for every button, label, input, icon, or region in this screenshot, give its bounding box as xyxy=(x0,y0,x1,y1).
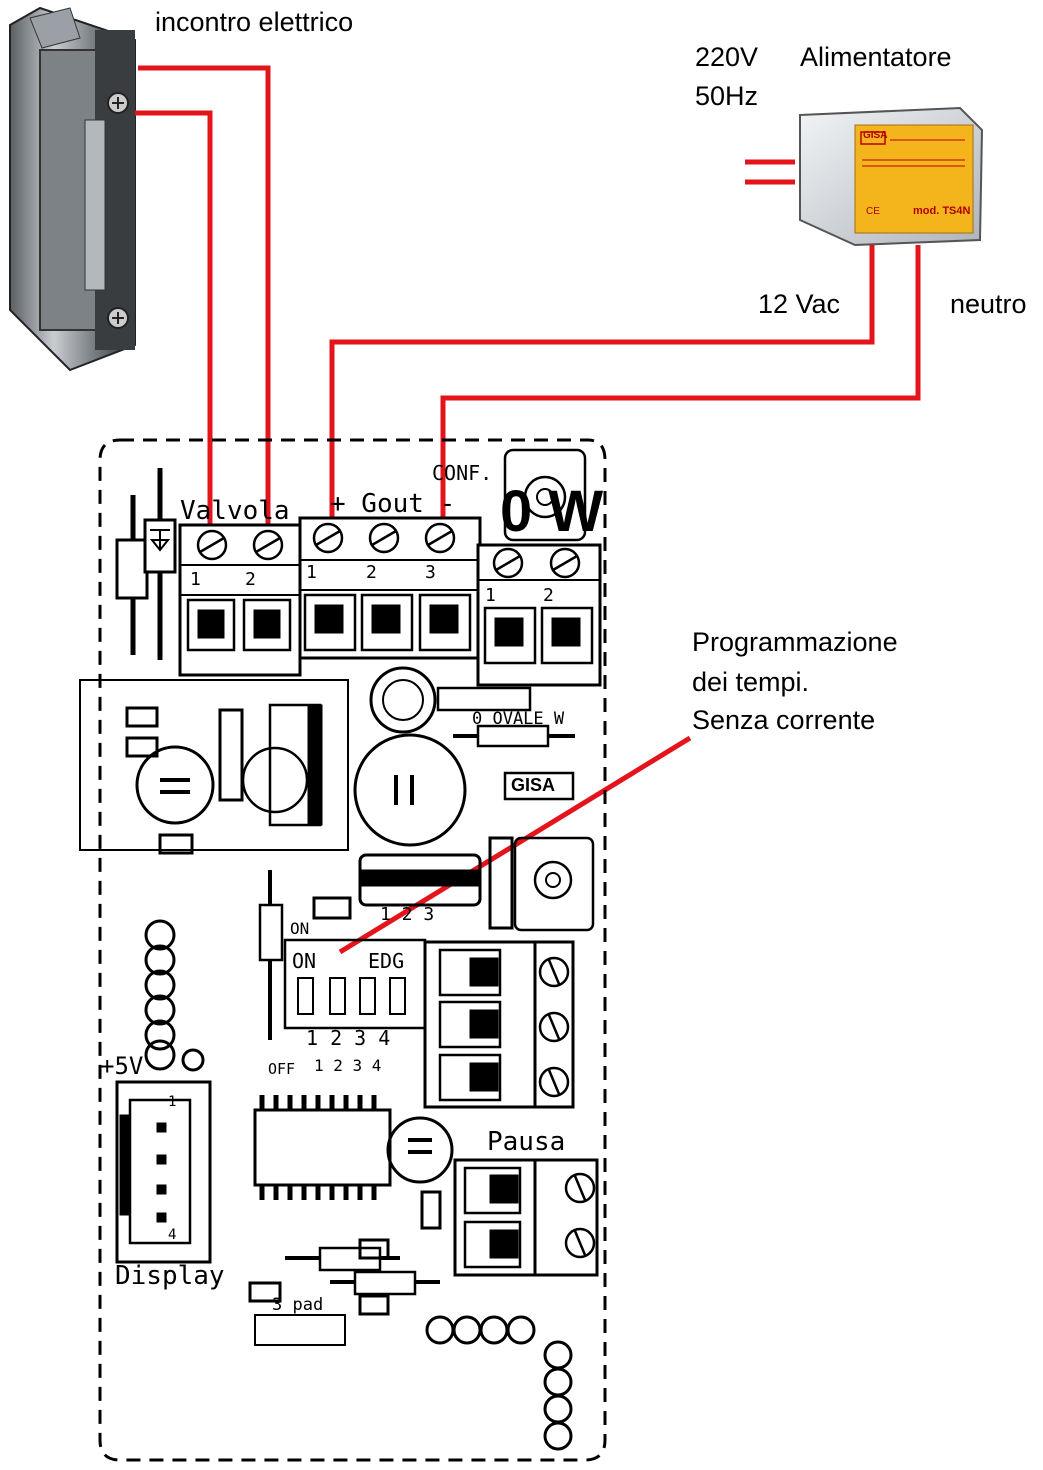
silk-ovale: 0 OVALE W xyxy=(472,709,565,729)
silk-valvola-t2: 2 xyxy=(245,569,256,590)
wires xyxy=(135,65,921,955)
label-incontro-elettrico: incontro elettrico xyxy=(155,7,354,37)
psu-model: mod. TS4N xyxy=(913,205,971,217)
silk-display-pin1: 1 xyxy=(168,1094,177,1110)
label-dei-tempi: dei tempi. xyxy=(692,667,810,697)
silk-gout-t2: 2 xyxy=(366,562,377,583)
pcb-board xyxy=(79,438,607,1462)
label-220v: 220V xyxy=(695,42,759,72)
psu-brand: GISA xyxy=(863,130,888,141)
wire-strike-to-valvola-1 xyxy=(135,110,213,632)
electric-strike-image xyxy=(9,6,136,372)
silk-3pad: 3 pad xyxy=(272,1295,324,1315)
silk-right-t1: 1 xyxy=(485,585,496,606)
silk-on-small: ON xyxy=(290,919,310,938)
wire-12vac-to-gout-1 xyxy=(329,245,875,608)
silk-gisa-logo: GISA xyxy=(511,775,556,795)
label-alimentatore: Alimentatore xyxy=(800,42,952,72)
silk-plus5v: +5V xyxy=(100,1052,144,1080)
silk-pausa: Pausa xyxy=(487,1127,566,1157)
label-programmazione: Programmazione xyxy=(692,627,898,657)
wire-neutro-to-gout-3 xyxy=(440,245,921,608)
silk-right-t2: 2 xyxy=(543,585,554,606)
silk-display-pin4: 4 xyxy=(168,1227,177,1243)
silk-gout-t1: 1 xyxy=(306,562,317,583)
silk-off-nums: 1 2 3 4 xyxy=(314,1056,382,1075)
silk-display: Display xyxy=(115,1261,225,1291)
power-supply-image xyxy=(745,106,984,247)
silk-dip-on: ON xyxy=(292,949,317,973)
silk-gout: + Gout - xyxy=(330,489,456,519)
wire-strike-to-valvola-2 xyxy=(138,65,271,630)
silk-off: OFF xyxy=(268,1060,296,1078)
label-12vac: 12 Vac xyxy=(758,289,841,319)
silk-pot-nums: 1 2 3 xyxy=(380,904,435,925)
label-50hz: 50Hz xyxy=(695,81,759,111)
overlay-0w: 0 W xyxy=(500,479,604,544)
silk-gout-t3: 3 xyxy=(425,562,436,583)
label-neutro: neutro xyxy=(950,289,1027,319)
silk-conf: CONF. xyxy=(432,461,493,485)
silk-dip-nums: 1 2 3 4 xyxy=(306,1026,391,1050)
silk-valvola: Valvola xyxy=(180,496,290,526)
silk-valvola-t1: 1 xyxy=(190,569,201,590)
label-senza-corrente: Senza corrente xyxy=(692,705,876,735)
silk-dip-edg: EDG xyxy=(368,949,405,973)
psu-ce-mark: CE xyxy=(866,206,880,217)
